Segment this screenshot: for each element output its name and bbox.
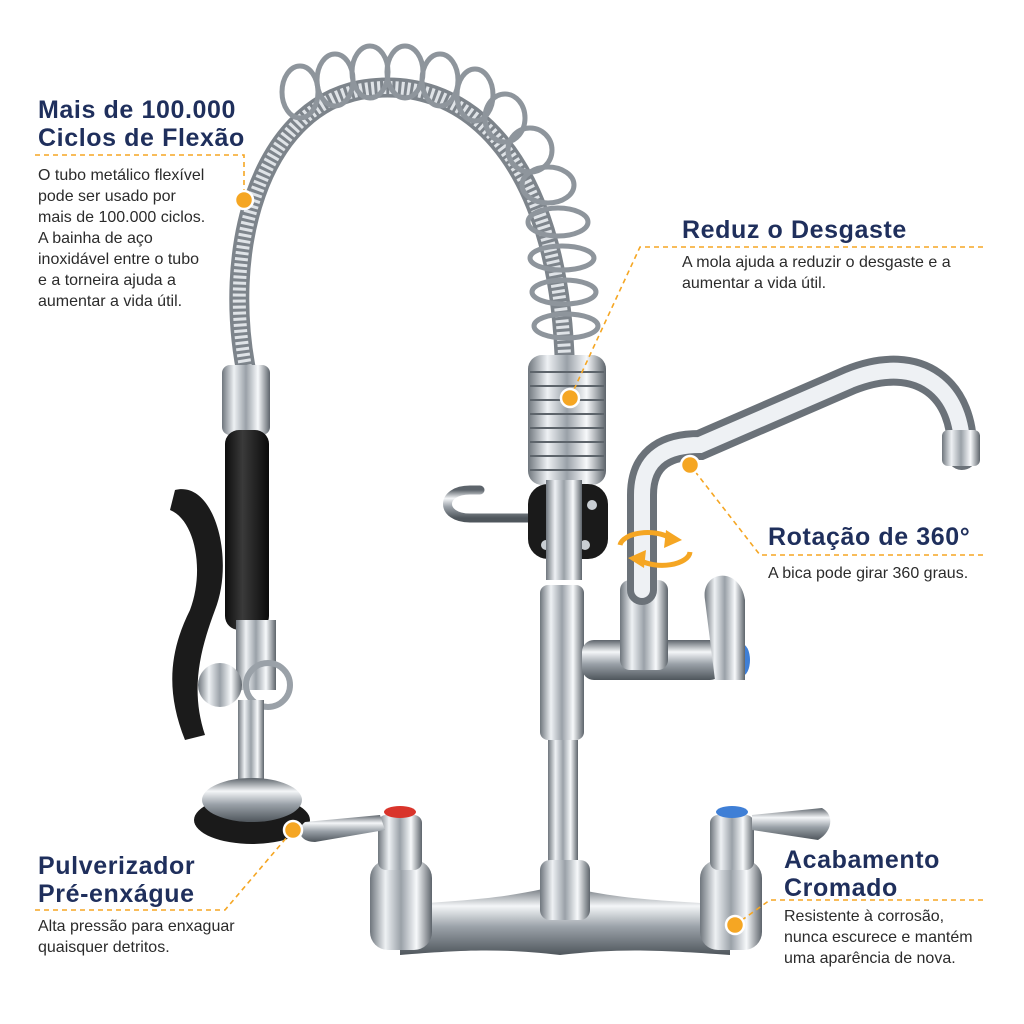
callout-sprayer-line: Alta pressão para enxaguar (38, 918, 235, 935)
callout-finish-line: nunca escurece e mantém (784, 929, 973, 946)
callout-flex-line: mais de 100.000 ciclos. (38, 209, 206, 226)
callout-flex-title-line2: Ciclos de Flexão (38, 124, 245, 152)
wall-bracket (443, 484, 608, 559)
callout-markers (233, 189, 746, 936)
callout-flex-line: pode ser usado por (38, 188, 176, 205)
callout-flex-line: inoxidável entre o tubo (38, 251, 199, 268)
callout-finish-line: uma aparência de nova. (784, 950, 956, 967)
callout-flex-line: aumentar a vida útil. (38, 293, 183, 310)
callout-wear-title: Reduz o Desgaste (682, 216, 907, 244)
callout-sprayer-title-line1: Pulverizador (38, 852, 196, 880)
callout-finish-line: Resistente à corrosão, (784, 908, 945, 925)
riser-pipe (540, 480, 584, 870)
callout-finish-description: Resistente à corrosão, nunca escurece e … (784, 906, 973, 969)
callout-finish-title: Acabamento Cromado (784, 846, 940, 902)
callout-flex-line: O tubo metálico flexível (38, 167, 205, 184)
callout-wear-line: aumentar a vida útil. (682, 275, 827, 292)
rotation-arrows-icon (617, 530, 693, 568)
spring-coil (279, 43, 601, 341)
wall-mount-base (299, 806, 831, 955)
callout-finish-title-line1: Acabamento (784, 846, 941, 874)
callout-wear-line: A mola ajuda a reduzir o desgaste e a (682, 254, 951, 271)
swing-spout (627, 355, 980, 605)
callout-flex-title-line1: Mais de 100.000 (38, 96, 237, 124)
callout-rotation-description: A bica pode girar 360 graus. (768, 565, 969, 582)
callout-flex-title: Mais de 100.000 Ciclos de Flexão (38, 96, 245, 152)
callout-finish-title-line2: Cromado (784, 874, 898, 902)
add-on-faucet (582, 575, 750, 680)
pre-rinse-sprayer (170, 365, 310, 844)
callout-sprayer-line: quaisquer detritos. (38, 939, 170, 956)
spring-base (528, 355, 606, 485)
callout-leader-lines (35, 154, 983, 926)
callout-wear-description: A mola ajuda a reduzir o desgaste e a au… (682, 252, 951, 294)
flexible-hose (229, 77, 575, 383)
callout-flex-line: e a torneira ajuda a (38, 272, 176, 289)
callout-sprayer-title: Pulverizador Pré-enxágue (38, 852, 195, 908)
callout-rotation-title: Rotação de 360° (768, 523, 971, 551)
callout-sprayer-title-line2: Pré-enxágue (38, 880, 195, 908)
callout-sprayer-description: Alta pressão para enxaguar quaisquer det… (38, 916, 235, 958)
callout-flex-description: O tubo metálico flexível pode ser usado … (38, 165, 205, 312)
callout-flex-line: A bainha de aço (38, 230, 153, 247)
